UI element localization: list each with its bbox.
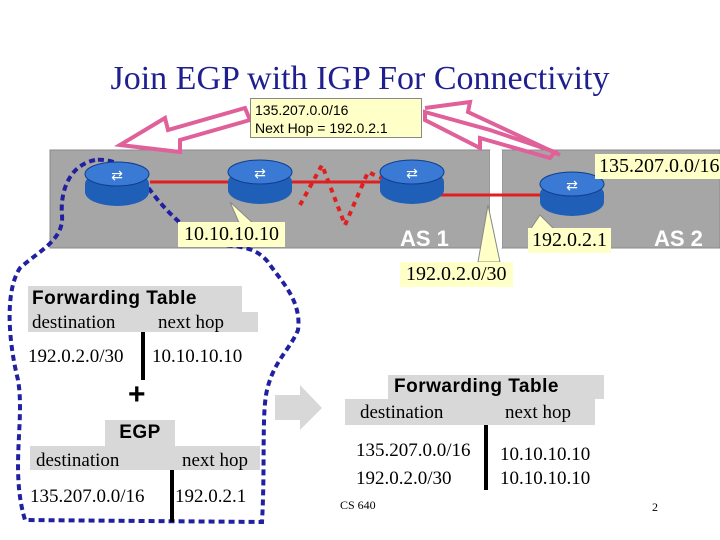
remote-prefix-label: 135.207.0.0/16 <box>595 154 720 179</box>
link-prefix-label: 192.0.2.0/30 <box>400 262 513 287</box>
igp-col-next-hop: next hop <box>158 312 224 333</box>
igp-table-divider <box>141 328 145 380</box>
as1-label: AS 1 <box>400 226 449 251</box>
router-3: ⇄ <box>379 159 445 204</box>
router-4: ⇄ <box>539 171 605 216</box>
dotted-route <box>298 160 391 231</box>
footer-course: CS 640 <box>340 498 376 512</box>
pink-arrow-right <box>423 99 561 161</box>
egp-table-title: EGP <box>105 420 175 446</box>
svg-text:⇄: ⇄ <box>111 168 123 184</box>
gray-arrow <box>275 385 322 430</box>
result-table-header-bg <box>345 399 595 425</box>
egp-row-destination: 135.207.0.0/16 <box>30 486 145 507</box>
router-ip-as1-label: 10.10.10.10 <box>178 222 285 247</box>
slide-title: Join EGP with IGP For Connectivity <box>110 60 610 97</box>
router-2: ⇄ <box>227 159 293 204</box>
result-row-2-destination: 192.0.2.0/30 <box>356 468 452 489</box>
footer-page-number: 2 <box>652 500 658 514</box>
router-1: ⇄ <box>84 161 150 206</box>
igp-table-title: Forwarding Table <box>28 286 242 312</box>
result-row-2-next-hop: 10.10.10.10 <box>500 468 591 489</box>
pink-arrow-left <box>113 105 253 155</box>
as2-label: AS 2 <box>654 226 703 251</box>
egp-col-next-hop: next hop <box>182 450 248 471</box>
igp-row-next-hop: 10.10.10.10 <box>152 346 243 367</box>
egp-table-header-bg <box>30 446 260 470</box>
egp-row-next-hop: 192.0.2.1 <box>175 486 247 507</box>
router-ip-as2-label: 192.0.2.1 <box>528 228 611 253</box>
result-table-divider <box>484 402 488 490</box>
route-callout: 135.207.0.0/16 Next Hop = 192.0.2.1 <box>250 98 422 138</box>
egp-col-destination: destination <box>36 450 120 471</box>
igp-table-header-bg <box>28 312 258 332</box>
igp-row-destination: 192.0.2.0/30 <box>28 346 124 367</box>
egp-table-divider <box>170 440 174 522</box>
plus-sign: + <box>128 378 146 411</box>
result-table-title: Forwarding Table <box>388 375 604 399</box>
callout-next-hop: Next Hop = 192.0.2.1 <box>255 120 388 136</box>
svg-text:⇄: ⇄ <box>566 178 578 194</box>
svg-text:⇄: ⇄ <box>254 166 266 182</box>
result-col-destination: destination <box>360 402 444 423</box>
result-row-1-destination: 135.207.0.0/16 <box>356 440 471 461</box>
result-col-next-hop: next hop <box>505 402 571 423</box>
callout-prefix: 135.207.0.0/16 <box>255 102 349 118</box>
result-row-1-next-hop: 10.10.10.10 <box>500 444 591 465</box>
svg-text:⇄: ⇄ <box>406 166 418 182</box>
igp-col-destination: destination <box>32 312 116 333</box>
